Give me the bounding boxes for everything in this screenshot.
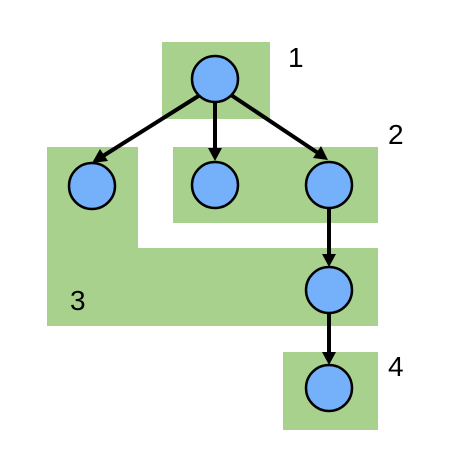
edge-root-to-middle-child [208, 102, 222, 161]
arrowhead [322, 254, 336, 267]
arrowhead [92, 149, 108, 163]
arrowhead [322, 352, 336, 365]
arrowhead [313, 146, 328, 160]
node-great-grandchild [304, 363, 354, 413]
node-left-child [67, 161, 117, 211]
edge-root-to-left-child [92, 93, 202, 163]
node-middle-child [190, 160, 240, 210]
region-3 [47, 147, 378, 326]
edge-root-to-right-child [229, 93, 328, 160]
region-1-label: 1 [288, 42, 304, 73]
region-3-label: 3 [70, 285, 86, 316]
edge-grandchild-to-great-grandchild [322, 313, 336, 365]
edge-right-child-to-grandchild [322, 207, 336, 267]
region-2-label: 2 [388, 119, 404, 150]
region-labels: 1 2 3 4 [70, 42, 404, 382]
arrowhead [208, 148, 222, 161]
node-right-child [304, 160, 354, 210]
region-4-label: 4 [388, 351, 404, 382]
nodes [67, 54, 354, 413]
node-grandchild [304, 265, 354, 315]
node-root [190, 54, 240, 104]
edges [92, 93, 336, 365]
